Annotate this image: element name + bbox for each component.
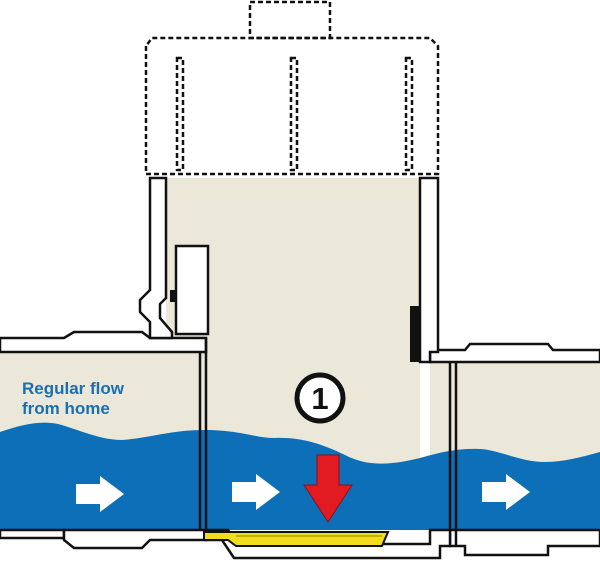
removed-cap-outline xyxy=(144,0,440,176)
flapper-gate xyxy=(203,531,390,547)
flow-arrow-center xyxy=(232,474,280,510)
step-badge: 1 xyxy=(294,372,346,424)
flow-arrow-right xyxy=(482,474,530,510)
step-number: 1 xyxy=(311,381,328,416)
chamber-walls xyxy=(138,176,440,364)
flow-label-line1: Regular flow xyxy=(22,379,125,398)
flow-arrow-left xyxy=(76,476,124,512)
down-arrow-icon xyxy=(303,454,353,523)
valve-seat-strip xyxy=(410,306,420,362)
pipe-joint-lines xyxy=(198,338,458,546)
valve-hinge-block xyxy=(170,244,210,336)
flow-label-line2: from home xyxy=(22,399,110,418)
